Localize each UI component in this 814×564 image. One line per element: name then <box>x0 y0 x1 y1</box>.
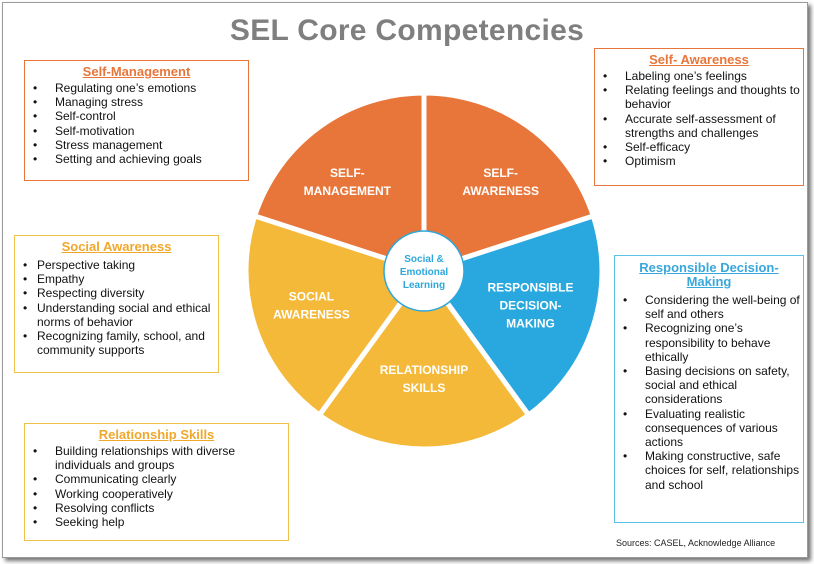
self-management-box: Self-Management Regulating one’s emotion… <box>24 60 249 181</box>
segment-self-awareness <box>421 90 596 274</box>
list-item: Accurate self-assessment of strengths an… <box>595 112 803 140</box>
list-item: Working cooperatively <box>25 487 288 501</box>
list-item: Understanding social and ethical norms o… <box>15 301 218 329</box>
self-awareness-list: Labeling one’s feelings Relating feeling… <box>595 69 803 169</box>
list-item: Basing decisions on safety, social and e… <box>615 364 803 407</box>
social-awareness-list: Perspective taking Empathy Respecting di… <box>15 258 218 357</box>
social-awareness-box: Social Awareness Perspective taking Empa… <box>14 235 219 373</box>
list-item: Empathy <box>15 272 218 286</box>
list-item: Communicating clearly <box>25 472 288 486</box>
list-item: Self-efficacy <box>595 140 803 154</box>
list-item: Relating feelings and thoughts to behavi… <box>595 83 803 111</box>
segment-responsible-decision-making <box>421 213 605 418</box>
list-item: Building relationships with diverse indi… <box>25 444 288 472</box>
list-item: Self-control <box>25 109 248 123</box>
segment-label-self-awareness: SELF-AWARENESS <box>462 166 539 198</box>
social-awareness-heading: Social Awareness <box>61 239 172 254</box>
list-item: Evaluating realistic consequences of var… <box>615 407 803 450</box>
responsible-decision-making-list: Considering the well-being of self and o… <box>615 293 803 492</box>
list-item: Perspective taking <box>15 258 218 272</box>
list-item: Labeling one’s feelings <box>595 69 803 83</box>
list-item: Recognizing one’s responsibility to beha… <box>615 321 803 364</box>
self-management-list: Regulating one’s emotions Managing stres… <box>25 81 248 166</box>
center-circle <box>383 230 465 312</box>
responsible-decision-making-heading: Responsible Decision-Making <box>639 260 779 289</box>
self-awareness-heading: Self- Awareness <box>649 52 749 67</box>
list-item: Setting and achieving goals <box>25 152 248 166</box>
list-item: Resolving conflicts <box>25 501 288 515</box>
list-item: Regulating one’s emotions <box>25 81 248 95</box>
segment-self-management <box>252 90 427 274</box>
segment-label-self-management: SELF-MANAGEMENT <box>304 166 392 198</box>
list-item: Recognizing family, school, and communit… <box>15 329 218 357</box>
relationship-skills-box: Relationship Skills Building relationshi… <box>24 423 289 541</box>
list-item: Stress management <box>25 138 248 152</box>
segment-relationship-skills <box>316 268 532 452</box>
list-item: Respecting diversity <box>15 286 218 300</box>
relationship-skills-list: Building relationships with diverse indi… <box>25 444 288 529</box>
self-awareness-box: Self- Awareness Labeling one’s feelings … <box>594 48 804 186</box>
list-item: Making constructive, safe choices for se… <box>615 449 803 492</box>
segment-social-awareness <box>243 213 427 418</box>
responsible-decision-making-box: Responsible Decision-Making Considering … <box>614 255 804 523</box>
relationship-skills-heading: Relationship Skills <box>98 427 215 442</box>
list-item: Seeking help <box>25 515 288 529</box>
page-title: SEL Core Competencies <box>229 14 585 47</box>
source-note: Sources: CASEL, Acknowledge Alliance <box>616 538 776 548</box>
list-item: Managing stress <box>25 95 248 109</box>
list-item: Considering the well-being of self and o… <box>615 293 803 321</box>
self-management-heading: Self-Management <box>82 64 191 79</box>
list-item: Optimism <box>595 154 803 168</box>
list-item: Self-motivation <box>25 124 248 138</box>
